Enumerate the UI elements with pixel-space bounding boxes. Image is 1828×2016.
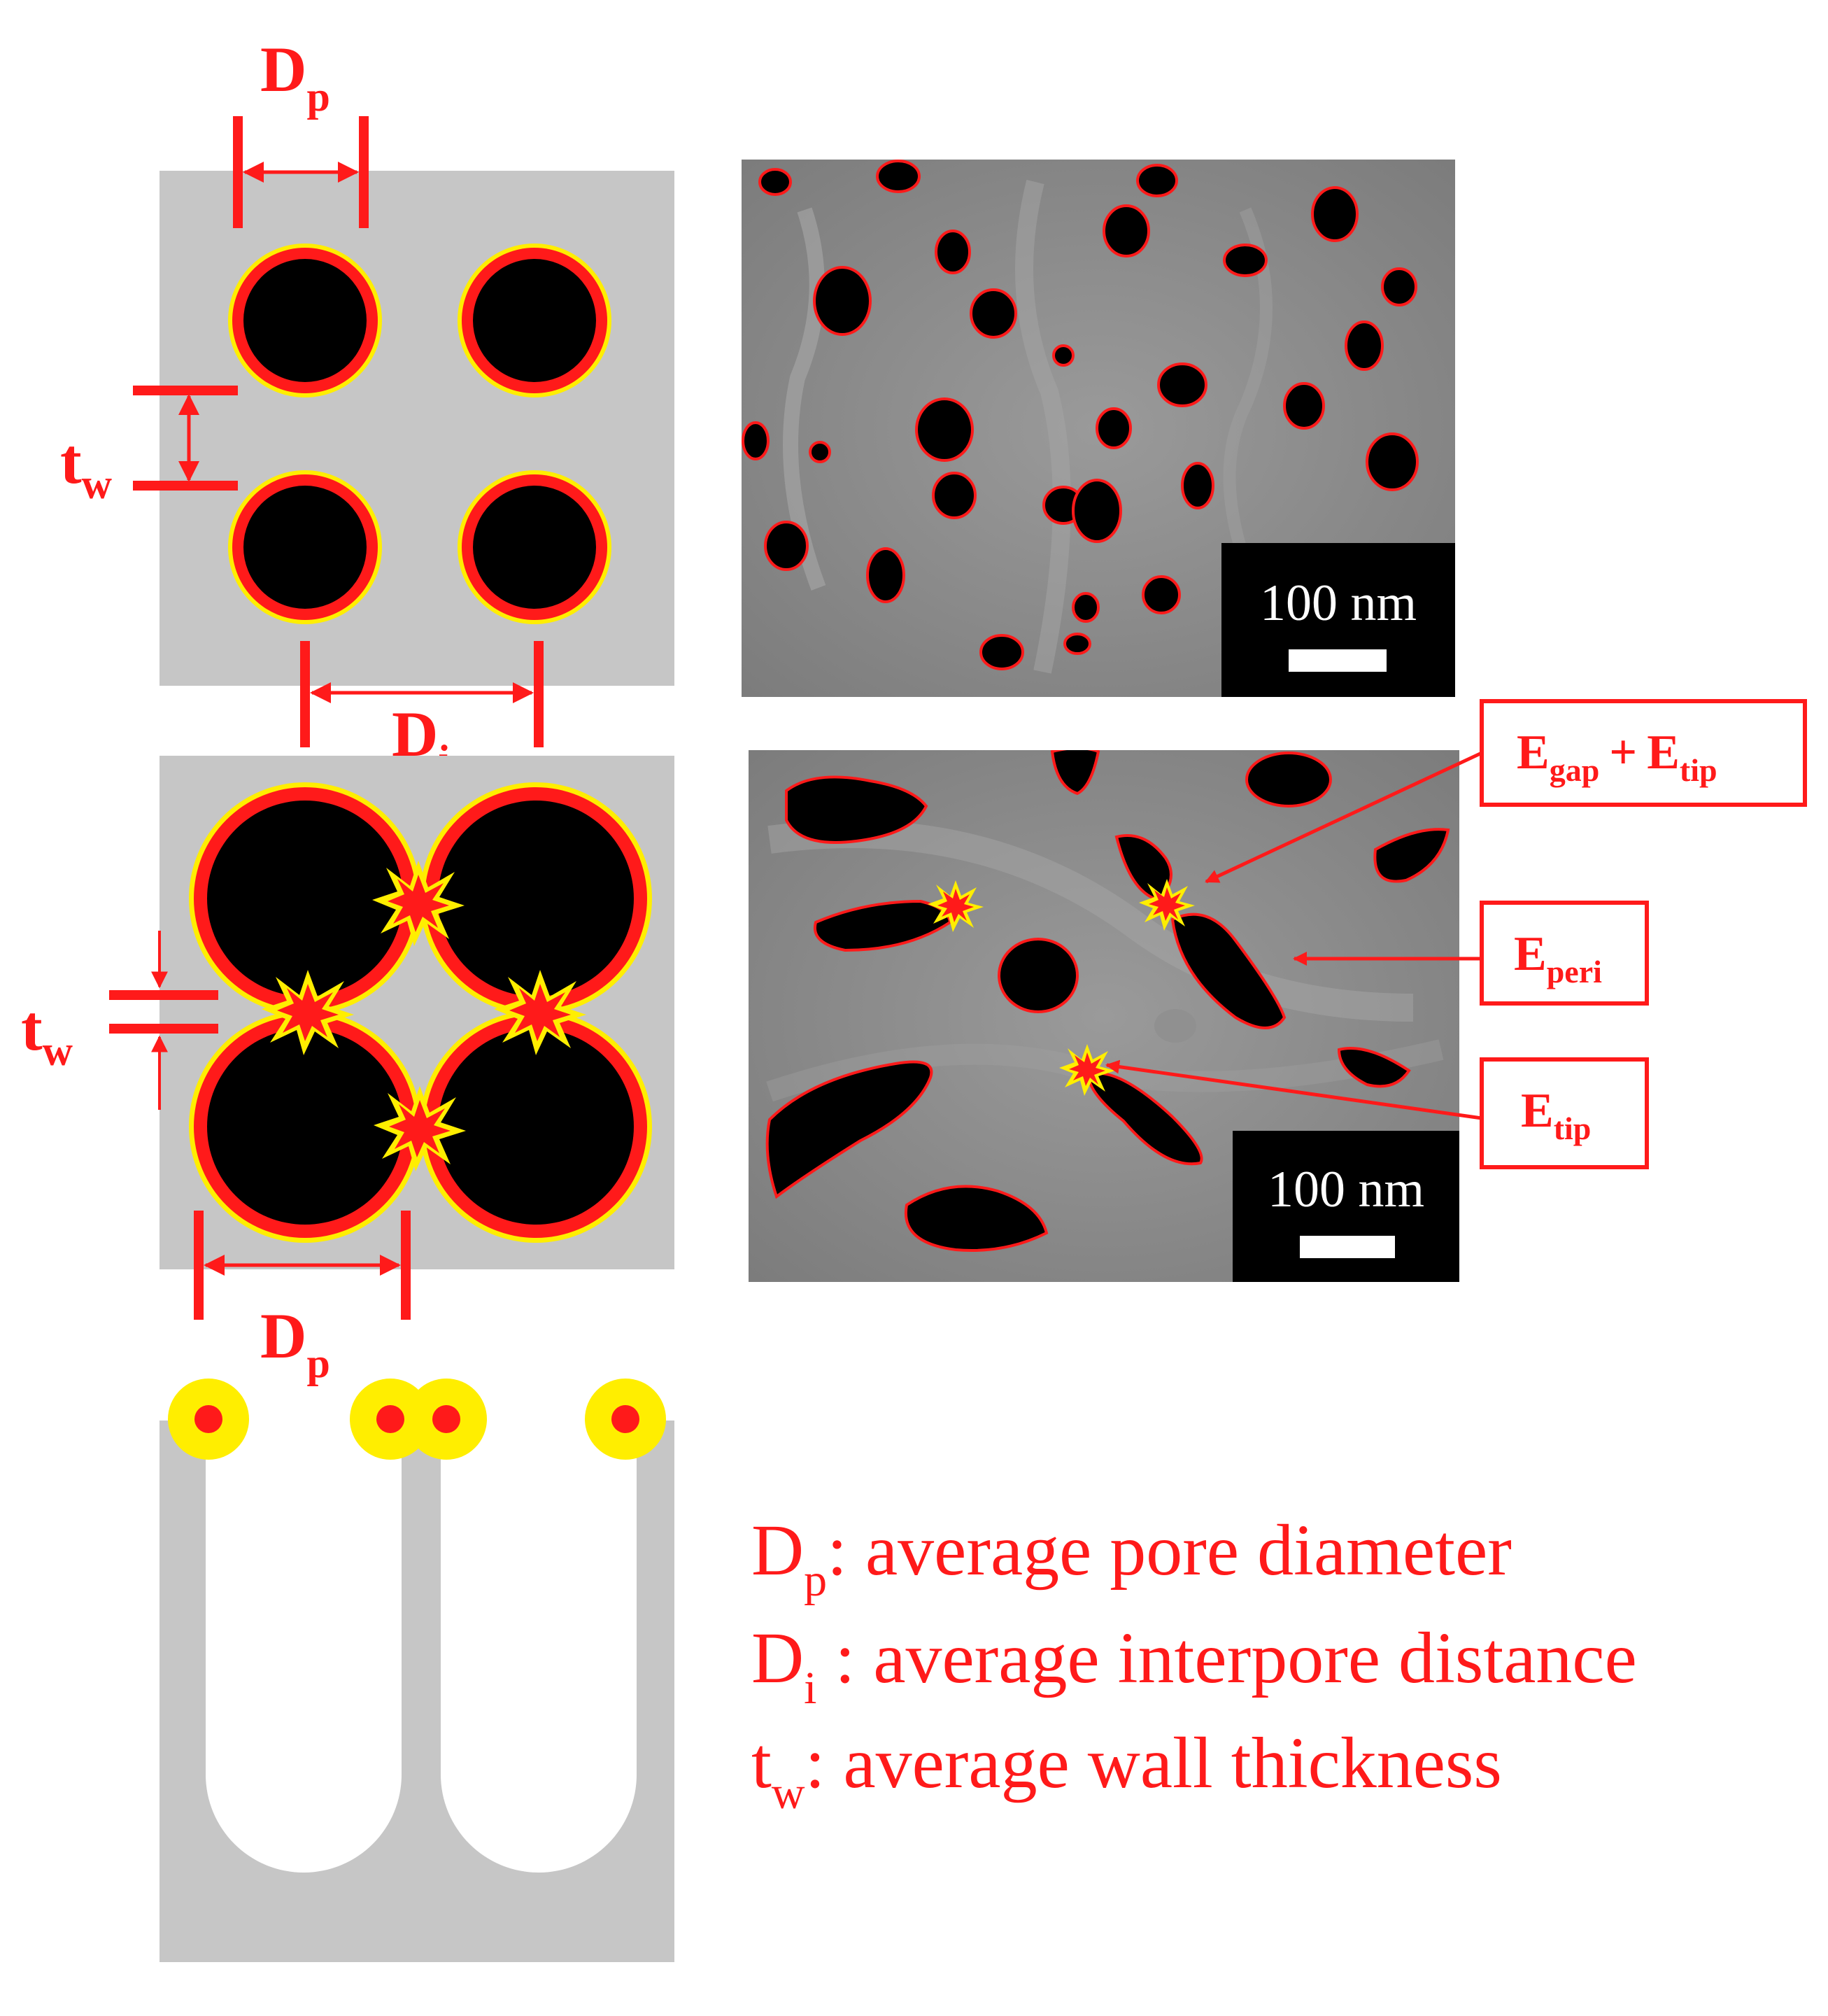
- pore: [458, 244, 611, 397]
- pore: [458, 470, 611, 624]
- schematic-middle: tw Dp: [21, 756, 674, 1386]
- pore: [420, 782, 652, 1015]
- callout-egap-etip: Egap+Etip: [1482, 701, 1805, 805]
- pore: [228, 244, 382, 397]
- scale-bar-top: 100 nm: [1221, 543, 1455, 697]
- callout-etip: Etip: [1482, 1059, 1647, 1167]
- hotspot-dot: [168, 1379, 249, 1460]
- substrate-top: [160, 171, 674, 686]
- schematic-top: Dp tw Di: [60, 34, 674, 783]
- scale-bar-label: 100 nm: [1268, 1161, 1424, 1218]
- legend-item-dp: Dp: average pore diameter: [751, 1510, 1512, 1606]
- legend: Dp: average pore diameter Di : average i…: [751, 1510, 1637, 1819]
- hotspot-dot: [585, 1379, 666, 1460]
- sem-image-top: 100 nm: [742, 160, 1455, 697]
- callout-eperi: Eperi: [1482, 903, 1647, 1003]
- tw-label: tw: [60, 425, 113, 507]
- dp-label: Dp: [260, 1300, 330, 1386]
- tw-label: tw: [21, 992, 73, 1074]
- scale-bar-label: 100 nm: [1260, 575, 1417, 632]
- scale-bar-bottom: 100 nm: [1233, 1131, 1459, 1282]
- dp-label: Dp: [260, 34, 330, 120]
- pore: [228, 470, 382, 624]
- sem-image-bottom: 100 nm: [749, 748, 1459, 1282]
- legend-item-tw: tw: average wall thickness: [751, 1723, 1502, 1819]
- legend-item-di: Di : average interpore distance: [751, 1618, 1637, 1714]
- substrate-cross-section: [160, 1421, 674, 1962]
- schematic-cross-section: [160, 1379, 674, 1962]
- hotspot-dot: [406, 1379, 487, 1460]
